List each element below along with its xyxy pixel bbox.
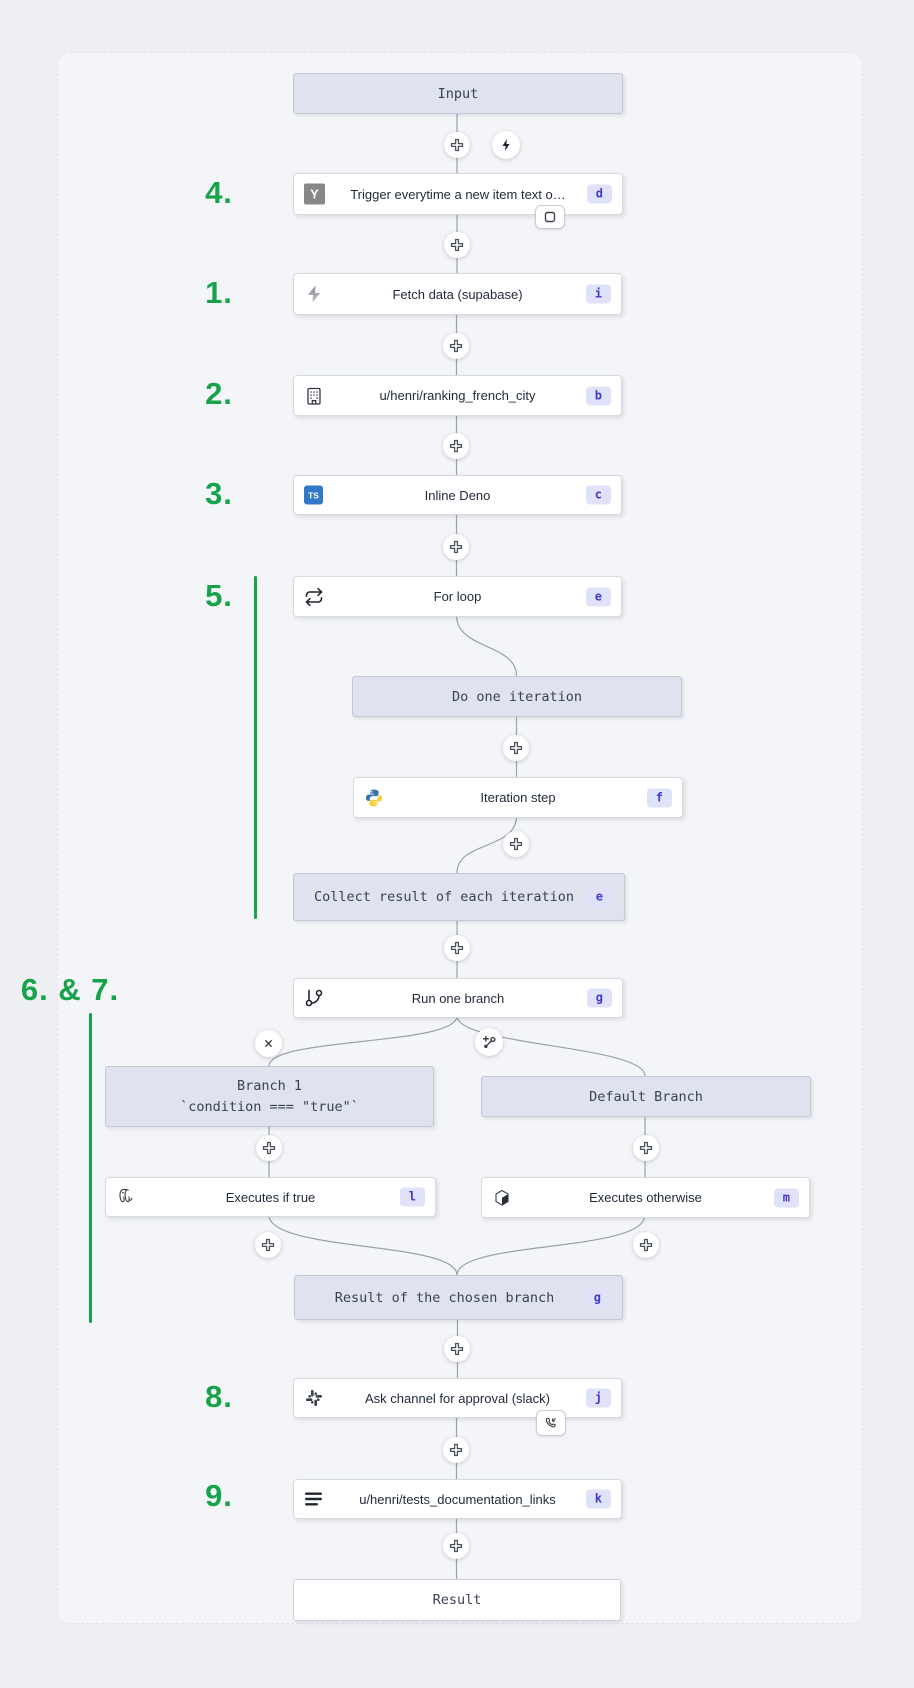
add-step-button[interactable] — [633, 1232, 659, 1258]
node-trigger-hackernews[interactable]: Y Trigger everytime a new item text o… d — [293, 173, 623, 215]
supabase-icon — [304, 284, 324, 304]
node-trigger-badge: d — [586, 184, 612, 204]
node-executes-otherwise[interactable]: Executes otherwise m — [481, 1177, 810, 1218]
node-ranking-french-city[interactable]: u/henri/ranking_french_city b — [293, 375, 622, 416]
node-testsdoc-badge: k — [585, 1489, 611, 1509]
add-step-button[interactable] — [443, 433, 469, 459]
node-executes-if-true[interactable]: Executes if true l — [105, 1177, 436, 1217]
branch1-condition: `condition === "true"` — [180, 1098, 359, 1115]
slack-icon — [304, 1388, 324, 1408]
node-ranking-badge: b — [585, 386, 611, 405]
add-step-button[interactable] — [444, 132, 470, 158]
node-fetch-label: Fetch data (supabase) — [392, 286, 523, 302]
do-one-iteration-virtual-node[interactable]: Do one iteration — [352, 676, 682, 717]
annotation-number-6-7: 6. & 7. — [20, 972, 120, 1007]
collect-result-badge: e — [586, 887, 612, 907]
add-step-button[interactable] — [633, 1135, 659, 1161]
chosen-result-label: Result of the chosen branch — [334, 1289, 555, 1306]
node-forloop-label: For loop — [433, 589, 482, 604]
node-run-one-branch[interactable]: Run one branch g — [293, 978, 623, 1018]
annotation-line-branch — [89, 1013, 92, 1323]
square-icon — [544, 211, 556, 223]
postgresql-icon — [116, 1187, 136, 1207]
do-one-iteration-label: Do one iteration — [451, 688, 583, 705]
node-execotherwise-label: Executes otherwise — [589, 1190, 702, 1205]
add-step-button[interactable] — [503, 831, 529, 857]
node-execotherwise-badge: m — [773, 1188, 799, 1207]
default-branch-virtual-node[interactable]: Default Branch — [481, 1076, 811, 1117]
node-fetch-badge: i — [585, 284, 611, 304]
add-step-button[interactable] — [256, 1135, 282, 1161]
node-fetch-supabase[interactable]: Fetch data (supabase) i — [293, 273, 622, 315]
input-label: Input — [437, 85, 479, 102]
hackernews-icon: Y — [304, 183, 325, 205]
repeat-icon — [304, 587, 324, 607]
collect-result-label: Collect result of each iteration — [313, 889, 575, 905]
add-step-button[interactable] — [503, 735, 529, 761]
lightning-icon — [502, 139, 510, 151]
add-step-button[interactable] — [443, 534, 469, 560]
typescript-icon: TS — [304, 485, 323, 505]
annotation-number-1: 1. — [205, 275, 233, 310]
node-exectrue-label: Executes if true — [225, 1189, 316, 1205]
node-iteration-label: Iteration step — [480, 790, 556, 805]
node-runbranch-label: Run one branch — [411, 990, 505, 1006]
node-slack-approval[interactable]: Ask channel for approval (slack) j — [293, 1378, 622, 1418]
trigger-settings-button[interactable] — [492, 131, 520, 159]
annotation-number-8: 8. — [205, 1379, 233, 1414]
cube-icon — [492, 1188, 512, 1208]
annotation-number-2: 2. — [205, 376, 233, 411]
python-icon — [364, 788, 384, 808]
annotation-number-9: 9. — [205, 1478, 233, 1513]
node-inline-deno[interactable]: TS Inline Deno c — [293, 475, 622, 515]
add-step-button[interactable] — [443, 1533, 469, 1559]
suspend-approval-button[interactable] — [536, 1410, 566, 1436]
annotation-number-3: 3. — [205, 476, 233, 511]
node-slack-label: Ask channel for approval (slack) — [365, 1390, 550, 1406]
branch1-title: Branch 1 — [236, 1077, 303, 1094]
phone-incoming-icon — [545, 1417, 556, 1428]
add-step-button[interactable] — [255, 1232, 281, 1258]
node-runbranch-badge: g — [586, 988, 612, 1008]
menu-icon — [304, 1491, 323, 1507]
add-step-button[interactable] — [443, 333, 469, 359]
node-iteration-step[interactable]: Iteration step f — [353, 777, 683, 818]
chosen-result-badge: g — [584, 1288, 610, 1307]
close-icon — [265, 1040, 272, 1047]
node-trigger-label: Trigger everytime a new item text o… — [350, 186, 566, 202]
node-testsdoc-label: u/henri/tests_documentation_links — [359, 1491, 556, 1507]
node-ranking-label: u/henri/ranking_french_city — [379, 388, 536, 403]
annotation-line-loop — [254, 576, 257, 919]
result-label: Result — [432, 1592, 482, 1608]
node-iteration-badge: f — [646, 788, 672, 807]
branch-add-icon — [482, 1035, 496, 1048]
add-step-button[interactable] — [444, 232, 470, 258]
add-step-button[interactable] — [444, 1336, 470, 1362]
input-virtual-node[interactable]: Input — [293, 73, 623, 114]
add-branch-button[interactable] — [475, 1028, 503, 1056]
chosen-branch-result-virtual-node[interactable]: Result of the chosen branch g — [294, 1275, 623, 1320]
node-slack-badge: j — [585, 1388, 611, 1408]
node-for-loop[interactable]: For loop e — [293, 576, 622, 617]
git-branch-icon — [304, 988, 324, 1008]
remove-branch-button[interactable] — [255, 1030, 282, 1057]
annotation-number-4: 4. — [205, 175, 233, 210]
annotation-number-5: 5. — [205, 578, 233, 613]
branch1-virtual-node[interactable]: Branch 1 `condition === "true"` — [105, 1066, 434, 1127]
node-deno-label: Inline Deno — [424, 487, 491, 503]
add-step-button[interactable] — [443, 1437, 469, 1463]
node-exectrue-badge: l — [399, 1187, 425, 1207]
default-branch-label: Default Branch — [589, 1088, 703, 1105]
result-virtual-node[interactable]: Result — [293, 1579, 621, 1621]
node-forloop-badge: e — [585, 587, 611, 606]
node-deno-badge: c — [585, 485, 611, 505]
early-stop-button[interactable] — [535, 205, 565, 229]
add-step-button[interactable] — [444, 935, 470, 961]
building-icon — [304, 386, 324, 406]
node-tests-documentation[interactable]: u/henri/tests_documentation_links k — [293, 1479, 622, 1519]
collect-result-virtual-node[interactable]: Collect result of each iteration e — [293, 873, 625, 921]
